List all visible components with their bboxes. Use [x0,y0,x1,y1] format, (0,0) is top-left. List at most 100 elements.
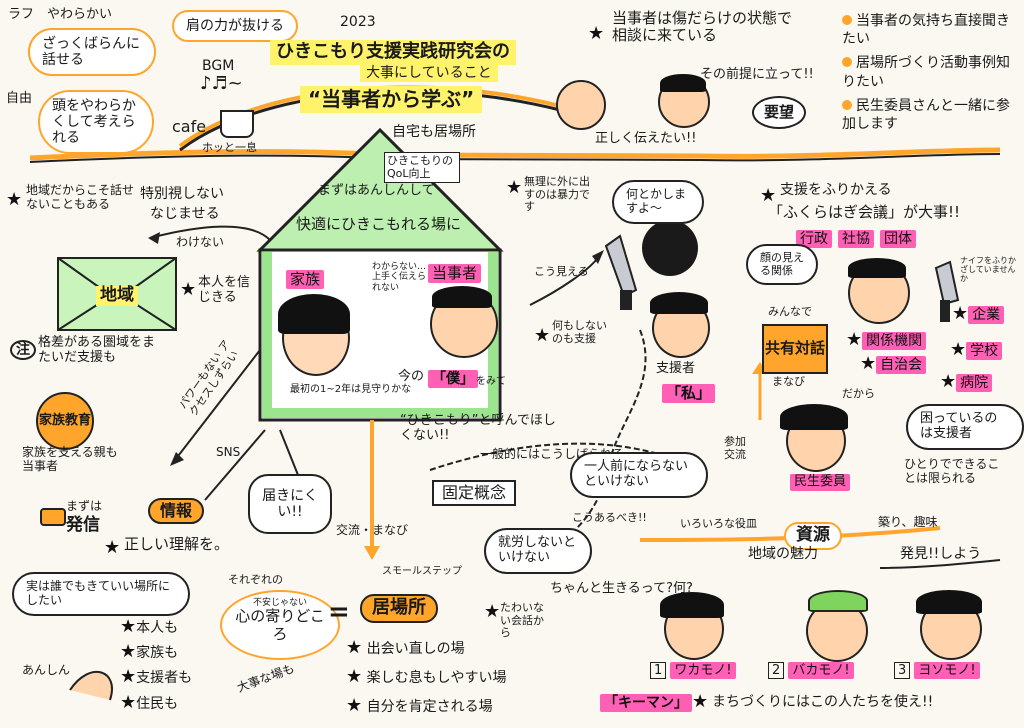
boku-label: 「僕」 [428,370,478,389]
org-tag: 団体 [880,230,916,249]
ibasho-point: ★ 自分を肯定される場 [346,694,493,716]
note-rough: ラフ やわらかい [8,7,113,22]
org-jichikai: ★自治会 [860,353,927,375]
megaphone-icon [40,508,66,526]
org-tag: 社協 [838,230,874,249]
people-item: ★家族も [120,641,179,663]
nanimo-note: 何もしないのも支援 [552,319,607,345]
heart-bubble: 不安じゃない 心の寄りどころ [220,590,340,660]
org-kankei: ★関係機関 [846,329,927,351]
chiiki-note: 地域だからこそ話せないこともある [26,183,135,211]
keyman-no: 2 [768,662,785,679]
keyman-label: バカモノ! [788,662,854,679]
title-line1: ひきこもり支援実践研究会の [270,40,516,65]
family-hair-icon [278,294,350,334]
boku-pre: 今の [398,369,425,384]
minsei-label: 民生委員 [790,474,851,491]
shiensha-hair-icon [650,292,708,314]
hot-label: ホッと一息 [202,141,257,154]
faces-caption: 正しく伝えたい!! [595,131,697,146]
minsei-hair-icon [780,404,848,430]
bubble-head: 頭をやわらかくして考えられる [38,90,154,155]
org-byoin: ★病院 [940,371,993,393]
iroiro-note: いろいろな役皿 [680,517,757,530]
dakara: だから [842,387,875,400]
boku-post: をみて [476,376,506,387]
sanka-note: 参加交流 [724,435,746,461]
note-text: 格差がある圏域をまたいだ支援も [38,335,156,365]
star-icon: ★ [588,23,605,44]
kouarubeki: こうあるべき!! [572,511,647,524]
cafe-label: cafe [172,117,207,136]
heart-sub: 不安じゃない [252,598,307,608]
music-notes-icon: ♪♬~ [200,73,243,94]
keyman-2: 2 バカモノ! [768,662,854,679]
wish-item: 居場所づくり活動事例知りたい [842,55,1010,90]
knife-note: ナイフをふりかざしていませんか [960,256,1016,284]
ansin-label: あんしん [22,663,71,677]
keyman-hair-icon [660,592,724,618]
star-icon: ★ [484,601,501,622]
org-gakko: ★学校 [950,339,1003,361]
heart-top: それぞれの [228,573,283,586]
joho-badge: 情報 [148,498,205,525]
note-free: 自由 [6,91,33,106]
furikaeri: 支援をふりかえる [780,182,892,198]
wish-item: 当事者の気持ち直接聞きたい [842,13,1010,48]
hitori-note: ひとりでできることは限られる [904,457,1000,485]
kou-label: こう見える [534,265,589,278]
heart-text: 心の寄りどころ [235,607,325,643]
hair-icon [660,74,706,92]
ichininmae-bubble: 一人前にならないといけない [570,452,708,498]
bubble-shoulder: 肩の力が抜ける [172,10,298,43]
org-tag: 行政 [796,230,832,249]
wishes-list: 当事者の気持ち直接聞きたい 居場所づくり活動事例知りたい 民生委員さんと一緒に参… [842,12,1012,133]
keyman-no: 3 [894,662,911,679]
coffee-cup-icon [220,110,254,138]
star-icon: ★ [534,325,551,346]
small-step: スモールステップ [382,566,462,577]
minna-label: みんなで [768,305,812,318]
ibasho-badge: 居場所 [360,594,438,623]
keyman-1: 1 ワカモノ! [650,662,736,679]
people-item: ★本人も [120,616,179,637]
kao-bubble: 顔の見える関係 [746,244,818,286]
star-icon: ★ [506,177,523,198]
star-icon: ★ [760,185,777,206]
equals-sign: = [328,597,350,627]
believe: 本人を信じきる [198,275,251,305]
qol-box: ひきこもりのQoL向上 [384,152,460,184]
tojisha-hair-icon [432,286,492,308]
wish-item: 民生委員さんと一緒に参加します [842,97,1010,132]
miryoku-note: 地域の魅力 [748,546,818,562]
roof-text: 自宅も居場所 [392,124,476,140]
kotei-box: 固定概念 [432,480,517,507]
people-list: ★本人も ★家族も ★支援者も ★住民も [120,614,192,715]
hakken-note: 発見!!しよう [900,546,982,562]
sns-label: SNS [216,445,241,459]
kyoyu-badge: 共有対話 [762,324,828,374]
org-kigyo: ★企業 [952,303,1005,325]
house-line2: 快適にひきこもれる場に [296,215,462,233]
keyman-no: 1 [650,662,667,679]
star-icon: ★ [6,189,23,210]
keyman-label: ワカモノ! [670,662,736,679]
face-icon [556,80,606,130]
hasshin-pre: まずは [66,499,103,513]
taiwa-note: たわいない会話から [500,601,544,640]
ibasho-point: ★ 楽しむ息もしやすい場 [346,665,507,687]
tojisha-heading2: その前提に立って!! [700,67,814,82]
todokanai-burst: 届きにくい!! [248,474,332,535]
ibasho-points: ★ 出会い直しの場 ★ 楽しむ息もしやすい場 ★ 自分を肯定される場 [346,634,506,720]
shiensha-label: 支援者 [656,361,696,376]
tojisha-heading: 当事者は傷だらけの状態で相談に来ている [612,9,793,45]
chanto-question: ちゃんと生きるって?何? [550,581,693,596]
hasshin: 発信 [66,515,100,535]
komatteru-bubble: 困っているのは支援者 [906,404,1024,450]
wakenai: わけない [176,235,225,249]
rikai: 正しい理解を。 [124,535,230,553]
keyman-text: まちづくりにはこの人たちを使え!! [712,694,934,710]
youbou-bubble: 要望 [752,96,807,130]
people-item: ★住民も [120,691,179,713]
shumi-note: 築り、趣味 [878,515,938,529]
